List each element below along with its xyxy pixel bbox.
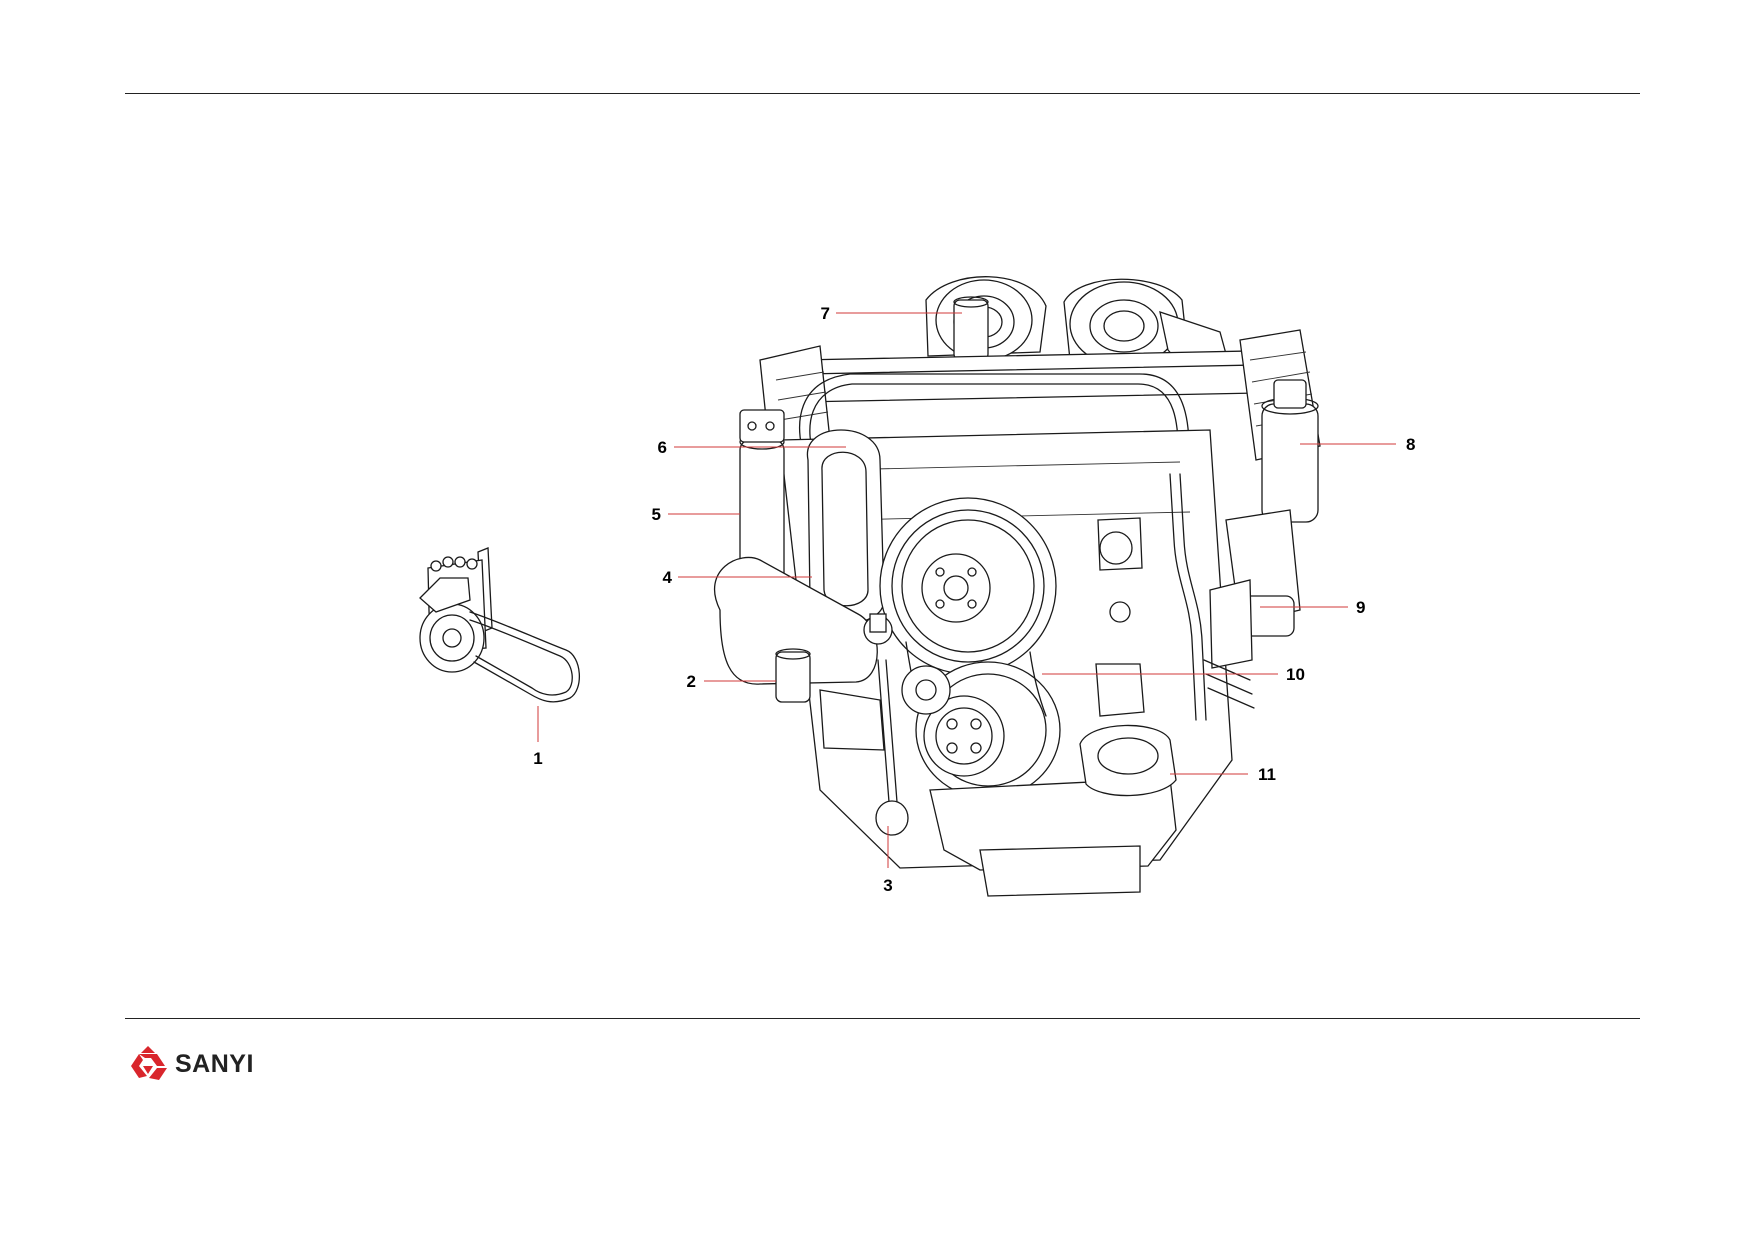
callout-11: 11 — [1258, 765, 1276, 784]
sanyi-logo-mark-icon — [131, 1046, 167, 1080]
callout-2: 2 — [687, 672, 696, 691]
callout-6: 6 — [658, 438, 667, 457]
callout-5: 5 — [652, 505, 661, 524]
brand-logo: SANYI — [127, 1044, 254, 1084]
brand-name: SANYI — [175, 1049, 254, 1078]
callout-3: 3 — [883, 876, 892, 895]
bottom-rule — [125, 1018, 1640, 1019]
callout-7: 7 — [821, 304, 830, 323]
callout-1: 1 — [533, 749, 542, 768]
callout-8: 8 — [1406, 435, 1415, 454]
compressor-belt-assembly — [419, 547, 581, 703]
callout-10: 10 — [1286, 665, 1305, 684]
callout-9: 9 — [1356, 598, 1365, 617]
engine-assembly — [713, 276, 1321, 897]
callout-leaders — [537, 312, 1396, 868]
callout-4: 4 — [663, 568, 673, 587]
callout-numbers: 1 2 3 4 5 6 7 8 9 10 11 — [533, 304, 1415, 895]
top-rule — [125, 93, 1640, 94]
